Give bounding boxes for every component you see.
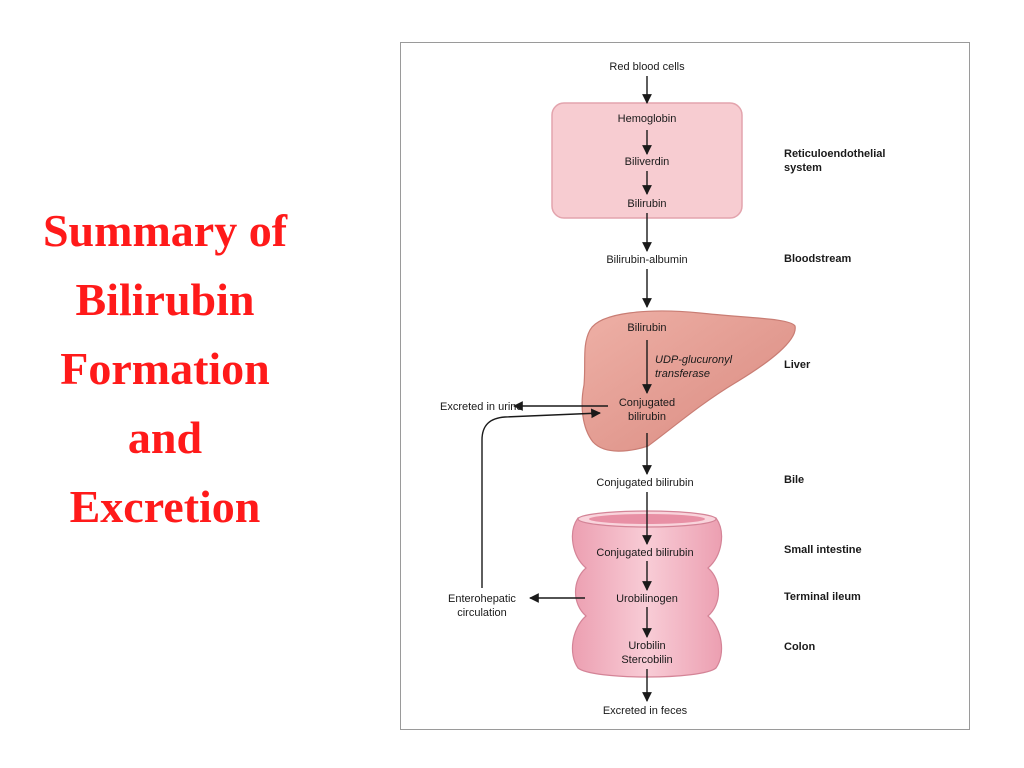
- label-enzyme-line2: transferase: [655, 368, 710, 380]
- title-line-2: Bilirubin: [75, 274, 255, 325]
- label-biliverdin: Biliverdin: [625, 156, 670, 168]
- label-conjugated-bile: Conjugated bilirubin: [596, 477, 693, 489]
- title-line-3: Formation: [60, 343, 270, 394]
- title-line-1: Summary of: [42, 205, 288, 256]
- region-terminal-ileum: Terminal ileum: [784, 591, 861, 603]
- label-conjugated-line2: bilirubin: [628, 411, 666, 423]
- region-small-intestine: Small intestine: [784, 544, 862, 556]
- label-bilirubin-albumin: Bilirubin-albumin: [606, 254, 687, 266]
- title-line-4: and: [127, 412, 203, 463]
- label-stercobilin: Stercobilin: [621, 654, 672, 666]
- label-conjugated-intestine: Conjugated bilirubin: [596, 547, 693, 559]
- label-urobilinogen: Urobilinogen: [616, 593, 678, 605]
- region-colon: Colon: [784, 641, 815, 653]
- label-excreted-urine: Excreted in urine: [440, 401, 523, 413]
- region-reticuloendothelial-line2: system: [784, 162, 822, 174]
- label-urobilin: Urobilin: [628, 640, 665, 652]
- region-liver: Liver: [784, 359, 811, 371]
- label-hemoglobin: Hemoglobin: [618, 113, 677, 125]
- region-bloodstream: Bloodstream: [784, 253, 851, 265]
- label-conjugated-line1: Conjugated: [619, 397, 675, 409]
- slide-title: Summary of Bilirubin Formation and Excre…: [0, 196, 330, 541]
- region-bile: Bile: [784, 474, 804, 486]
- label-bilirubin-re: Bilirubin: [627, 198, 666, 210]
- label-bilirubin-liver: Bilirubin: [627, 322, 666, 334]
- liver-shape: [581, 310, 796, 452]
- label-enterohepatic-line1: Enterohepatic: [448, 593, 516, 605]
- label-enterohepatic-line2: circulation: [457, 607, 507, 619]
- label-red-blood-cells: Red blood cells: [609, 61, 685, 73]
- title-line-5: Excretion: [69, 481, 261, 532]
- flow-arrows: [481, 76, 652, 702]
- label-excreted-feces: Excreted in feces: [603, 705, 688, 717]
- label-enzyme-line1: UDP-glucuronyl: [655, 354, 733, 366]
- intestine-shape: [571, 510, 723, 678]
- region-reticuloendothelial-line1: Reticuloendothelial: [784, 148, 885, 160]
